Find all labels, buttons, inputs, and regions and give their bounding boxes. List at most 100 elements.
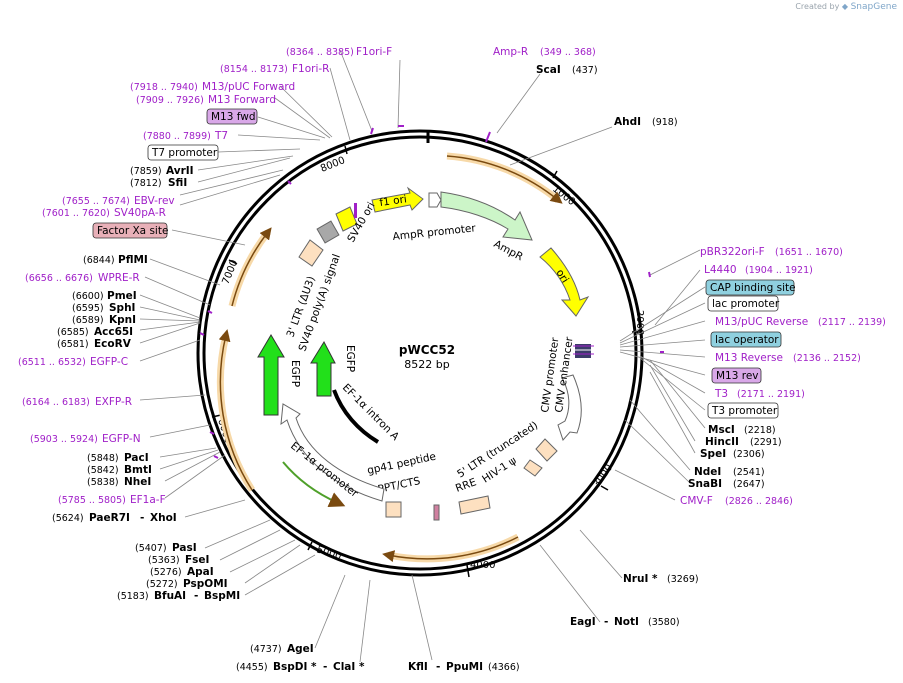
svg-text:SfiI: SfiI (168, 177, 187, 189)
svg-text:(4737): (4737) (250, 644, 282, 655)
svg-text:(5842): (5842) (87, 465, 119, 476)
svg-text:(2117 .. 2139): (2117 .. 2139) (818, 317, 886, 328)
svg-text:SV40pA-R: SV40pA-R (114, 207, 166, 219)
label-ahdi: AhdI (918) (614, 116, 678, 128)
feature-5ltr-box (535, 438, 558, 462)
svg-text:M13 rev: M13 rev (716, 370, 759, 382)
plasmid-size: 8522 bp (404, 358, 449, 371)
svg-text:(5848): (5848) (87, 453, 119, 464)
credit-brand: SnapGene (850, 2, 897, 12)
svg-text:(2541): (2541) (733, 467, 765, 478)
label-t3-promoter: T3 promoter (707, 402, 779, 419)
svg-text:(7918 .. 7940): (7918 .. 7940) (130, 82, 198, 93)
tick-2000: 2000 (632, 310, 645, 335)
svg-text:(5272): (5272) (146, 579, 178, 590)
svg-text:(5838): (5838) (87, 477, 119, 488)
svg-text:Amp-R: Amp-R (493, 46, 528, 58)
label-lac-operator: lac operator (710, 331, 782, 348)
svg-text:BspMI: BspMI (204, 590, 240, 602)
primer-marks (199, 125, 664, 459)
svg-text:4000: 4000 (470, 560, 495, 571)
svg-text:CMV-F: CMV-F (680, 495, 713, 507)
svg-text:(7880 .. 7899): (7880 .. 7899) (143, 131, 211, 142)
svg-text:8000: 8000 (319, 155, 347, 175)
svg-text:CAP binding site: CAP binding site (710, 282, 796, 294)
svg-text:3000: 3000 (591, 463, 615, 490)
svg-text:PpuMI: PpuMI (446, 661, 483, 673)
svg-text:EagI: EagI (570, 616, 596, 628)
leader-lines (139, 49, 706, 663)
svg-text:EBV-rev: EBV-rev (134, 195, 175, 207)
svg-text:(1651 .. 1670): (1651 .. 1670) (775, 247, 843, 258)
tick-4000: 4000 (466, 560, 495, 578)
feature-rre-label: RRE (454, 476, 478, 495)
snapgene-credit: Created by ◆ SnapGene (795, 2, 897, 12)
backbone-inner-ring (202, 135, 638, 571)
svg-text:(3580): (3580) (648, 617, 680, 628)
feature-rre-box (458, 495, 491, 515)
svg-text:(349 .. 368): (349 .. 368) (540, 47, 596, 58)
tick-3000: 3000 (591, 463, 615, 491)
svg-text:F1ori-F: F1ori-F (356, 46, 392, 58)
svg-text:-: - (323, 661, 327, 673)
label-egfp-n: (5903 .. 5924) EGFP-N (30, 433, 141, 445)
svg-text:AgeI: AgeI (287, 643, 314, 655)
svg-text:FseI: FseI (185, 554, 209, 566)
svg-text:(2826 .. 2846): (2826 .. 2846) (725, 496, 793, 507)
label-l4440: L4440 (1904 .. 1921) (704, 264, 813, 276)
svg-text:(6589): (6589) (72, 315, 104, 326)
svg-text:lac promoter: lac promoter (712, 298, 780, 310)
label-ebv-rev: (7655 .. 7674) EBV-rev (62, 195, 175, 207)
svg-text:M13/pUC Forward: M13/pUC Forward (202, 81, 295, 93)
label-wpre-r: (6656 .. 6676) WPRE-R (25, 272, 140, 284)
svg-text:F1ori-R: F1ori-R (292, 63, 329, 75)
svg-text:-: - (194, 590, 198, 602)
feature-ampr-promoter-label: AmpR promoter (392, 222, 477, 243)
svg-text:T7 promoter: T7 promoter (151, 147, 218, 159)
label-hincii: HincII (2291) (705, 436, 782, 448)
svg-text:MscI: MscI (708, 424, 735, 436)
label-f1ori-r: (8154 .. 8173) F1ori-R (220, 63, 329, 75)
svg-text:M13/pUC Reverse: M13/pUC Reverse (715, 316, 808, 328)
label-sfii: (7812) SfiI (130, 177, 187, 189)
label-bspdi-clai: (4455) BspDI * - ClaI * (236, 661, 365, 673)
feature-hiv-psi-box (523, 459, 543, 477)
svg-text:T3 promoter: T3 promoter (711, 405, 778, 417)
svg-text:AvrII: AvrII (166, 165, 194, 177)
svg-text:M13 Forward: M13 Forward (208, 94, 276, 106)
label-factor-xa-site: Factor Xa site (92, 222, 168, 239)
label-pasi: (5407) PasI (135, 542, 197, 554)
feature-egfp-inner-label: EGFP (344, 345, 356, 372)
feature-lac-cluster (573, 344, 594, 358)
tick-1000: 1000 (550, 170, 577, 208)
svg-text:AhdI: AhdI (614, 116, 641, 128)
svg-text:PflMI: PflMI (118, 254, 148, 266)
svg-text:-: - (140, 512, 144, 524)
feature-cppt-box (385, 501, 402, 518)
svg-text:(918): (918) (652, 117, 678, 128)
label-nhei: (5838) NheI (87, 476, 151, 488)
feature-ef1a-promoter-arrow (280, 403, 385, 502)
svg-text:PspOMI: PspOMI (183, 578, 228, 590)
svg-text:(7655 .. 7674): (7655 .. 7674) (62, 196, 130, 207)
svg-text:(7812): (7812) (130, 178, 162, 189)
tick-5000: 5000 (307, 541, 343, 563)
label-nrui: NruI * (3269) (623, 573, 699, 585)
svg-text:KflI: KflI (408, 661, 428, 673)
label-apai: (5276) ApaI (150, 566, 214, 578)
svg-text:NotI: NotI (614, 616, 639, 628)
label-paci: (5848) PacI (87, 452, 149, 464)
label-ampr-primer: Amp-R (349 .. 368) (493, 46, 596, 58)
svg-text:SnaBI: SnaBI (688, 478, 722, 490)
svg-text:(2171 .. 2191): (2171 .. 2191) (737, 389, 805, 400)
svg-text:BspDI *: BspDI * (273, 661, 317, 673)
feature-f1ori-label: f1 ori (379, 193, 408, 209)
label-exfp-r: (6164 .. 6183) EXFP-R (22, 396, 132, 408)
label-paer7i-xhoi: (5624) PaeR7I - XhoI (52, 512, 177, 524)
svg-text:NruI *: NruI * (623, 573, 658, 585)
feature-ef1a-promoter-label: EF-1α promoter (288, 440, 361, 500)
orange-arc-left (216, 329, 255, 492)
label-ndei: NdeI (2541) (694, 466, 765, 478)
label-m13-forward: (7909 .. 7926) M13 Forward (136, 94, 276, 106)
label-kfli-ppumi: KflI - PpuMI (4366) (408, 661, 520, 673)
